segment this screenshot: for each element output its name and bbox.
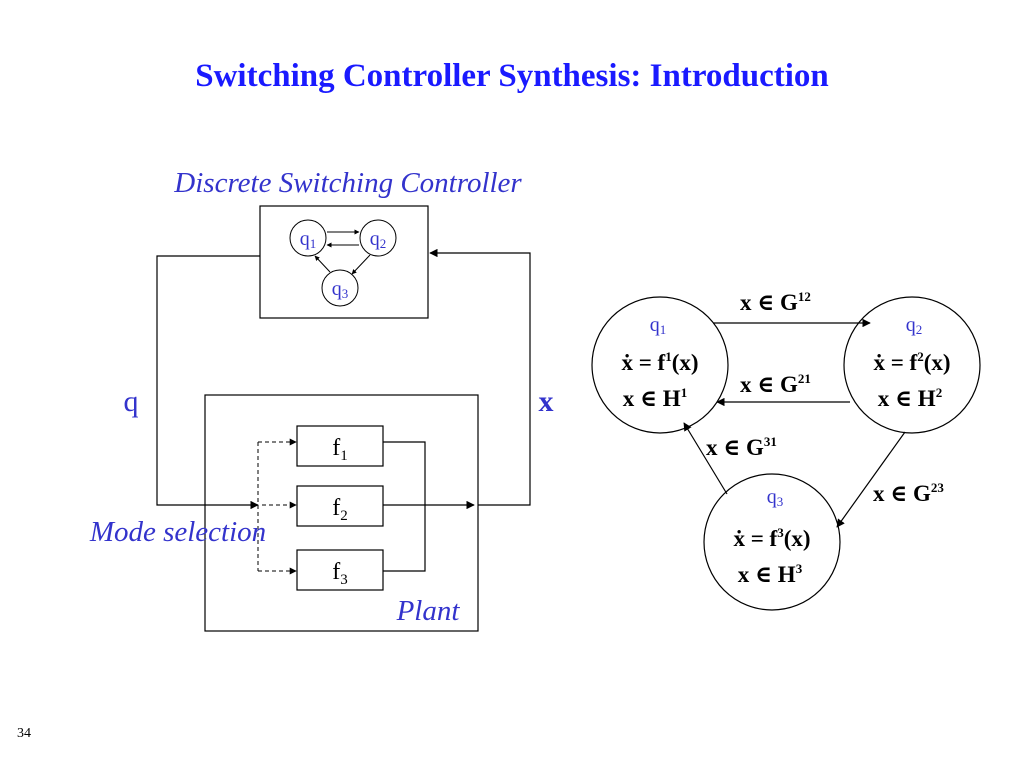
state-q2: q2 ẋ = f2(x) x ∈ H2	[843, 296, 981, 434]
guard-q2-q3-text: x ∈ G	[873, 481, 931, 506]
guard-q3-q1: x ∈ G31	[706, 434, 777, 460]
plant-block-f2-base: f	[332, 495, 340, 521]
plant-block-f2: f2	[296, 485, 384, 527]
state-q3-name-sub: 3	[777, 494, 784, 509]
transition-q3-q1	[683, 422, 728, 495]
guard-q3-q1-text: x ∈ G	[706, 435, 764, 460]
controller-box	[259, 205, 429, 319]
state-q2-dyn: ẋ = f	[873, 350, 917, 375]
state-q3-name: q	[767, 486, 777, 508]
state-q1-name: q	[650, 314, 660, 336]
plant-block-f2-sub: 2	[340, 508, 348, 524]
page-number: 34	[17, 726, 31, 741]
mini-state-q1-sub: 1	[310, 236, 317, 251]
page-title: Switching Controller Synthesis: Introduc…	[195, 58, 829, 94]
svg-text:q1: q1	[650, 314, 667, 337]
guard-q1-q2-sub: 12	[798, 289, 811, 304]
state-q1-name-sub: 1	[660, 322, 667, 337]
svg-text:ẋ = f1(x): ẋ = f1(x)	[621, 349, 698, 375]
plant-block-f1-base: f	[332, 435, 340, 461]
svg-text:f1: f1	[332, 435, 348, 464]
mini-state-q3: q3	[321, 269, 359, 307]
mini-state-q1: q1	[289, 219, 327, 257]
guard-q1-q2-text: x ∈ G	[740, 290, 798, 315]
mini-arrow-q3-q1	[314, 255, 331, 273]
svg-text:ẋ = f2(x): ẋ = f2(x)	[873, 349, 950, 375]
guard-q2-q1-text: x ∈ G	[740, 372, 798, 397]
q-signal-arrow	[156, 255, 260, 510]
state-q3-dyn: ẋ = f	[733, 526, 777, 551]
state-q1: q1 ẋ = f1(x) x ∈ H1	[591, 296, 729, 434]
mini-arrow-q2-q3	[351, 254, 371, 275]
svg-text:x ∈ H3: x ∈ H3	[738, 561, 803, 587]
transition-q2-q3	[836, 431, 906, 528]
plant-block-f3-sub: 3	[340, 572, 348, 588]
state-q1-inv: x ∈ H	[623, 386, 681, 411]
q-label: q	[124, 385, 139, 418]
feedback-x-arrow	[429, 248, 531, 506]
state-q2-name-sub: 2	[916, 322, 923, 337]
plant-block-f3-base: f	[332, 559, 340, 585]
state-q2-dyn-arg: (x)	[924, 350, 951, 375]
svg-text:x ∈ H2: x ∈ H2	[878, 385, 942, 411]
svg-text:q2: q2	[906, 314, 923, 337]
state-q1-dyn-sub: 1	[665, 349, 672, 364]
state-q3-inv: x ∈ H	[738, 562, 796, 587]
x-label: x	[539, 385, 554, 418]
mini-state-q2-sub: 2	[380, 236, 387, 251]
svg-text:ẋ = f3(x): ẋ = f3(x)	[733, 525, 810, 551]
svg-text:q1: q1	[300, 228, 317, 251]
plant-box	[204, 394, 479, 632]
guard-q2-q3-sub: 23	[931, 480, 945, 495]
guard-q2-q1-sub: 21	[798, 371, 811, 386]
guard-q3-q1-sub: 31	[764, 434, 777, 449]
state-q3-dyn-arg: (x)	[784, 526, 811, 551]
plant-block-f1: f1	[296, 425, 384, 467]
svg-text:x ∈ H1: x ∈ H1	[623, 385, 687, 411]
mini-state-q3-base: q	[332, 278, 342, 300]
mini-state-q2: q2	[359, 219, 397, 257]
svg-text:f2: f2	[332, 495, 348, 524]
svg-text:q3: q3	[332, 278, 349, 301]
svg-text:q2: q2	[370, 228, 387, 251]
plant-block-f1-sub: 1	[340, 448, 348, 464]
plant-output-merge	[383, 441, 426, 572]
state-q1-dyn-arg: (x)	[672, 350, 699, 375]
controller-label: Discrete Switching Controller	[173, 167, 522, 199]
mini-state-q3-sub: 3	[342, 286, 349, 301]
state-q2-inv-sub: 2	[936, 385, 943, 400]
guard-q1-q2: x ∈ G12	[740, 289, 811, 315]
mode-selection-label: Mode selection	[89, 516, 266, 548]
state-q1-inv-sub: 1	[681, 385, 688, 400]
state-q3-inv-sub: 3	[796, 561, 803, 576]
state-q2-dyn-sub: 2	[917, 349, 924, 364]
mini-state-q1-base: q	[300, 228, 310, 250]
mini-state-q2-base: q	[370, 228, 380, 250]
svg-text:q3: q3	[767, 486, 784, 509]
guard-q2-q3: x ∈ G23	[873, 480, 944, 506]
guard-q2-q1: x ∈ G21	[740, 371, 811, 397]
plant-label: Plant	[396, 595, 461, 627]
state-q2-inv: x ∈ H	[878, 386, 936, 411]
plant-block-f3: f3	[296, 549, 384, 591]
svg-text:f3: f3	[332, 559, 348, 588]
state-q3: q3 ẋ = f3(x) x ∈ H3	[703, 473, 841, 611]
state-q3-dyn-sub: 3	[777, 525, 784, 540]
state-q1-dyn: ẋ = f	[621, 350, 665, 375]
state-q2-name: q	[906, 314, 916, 336]
